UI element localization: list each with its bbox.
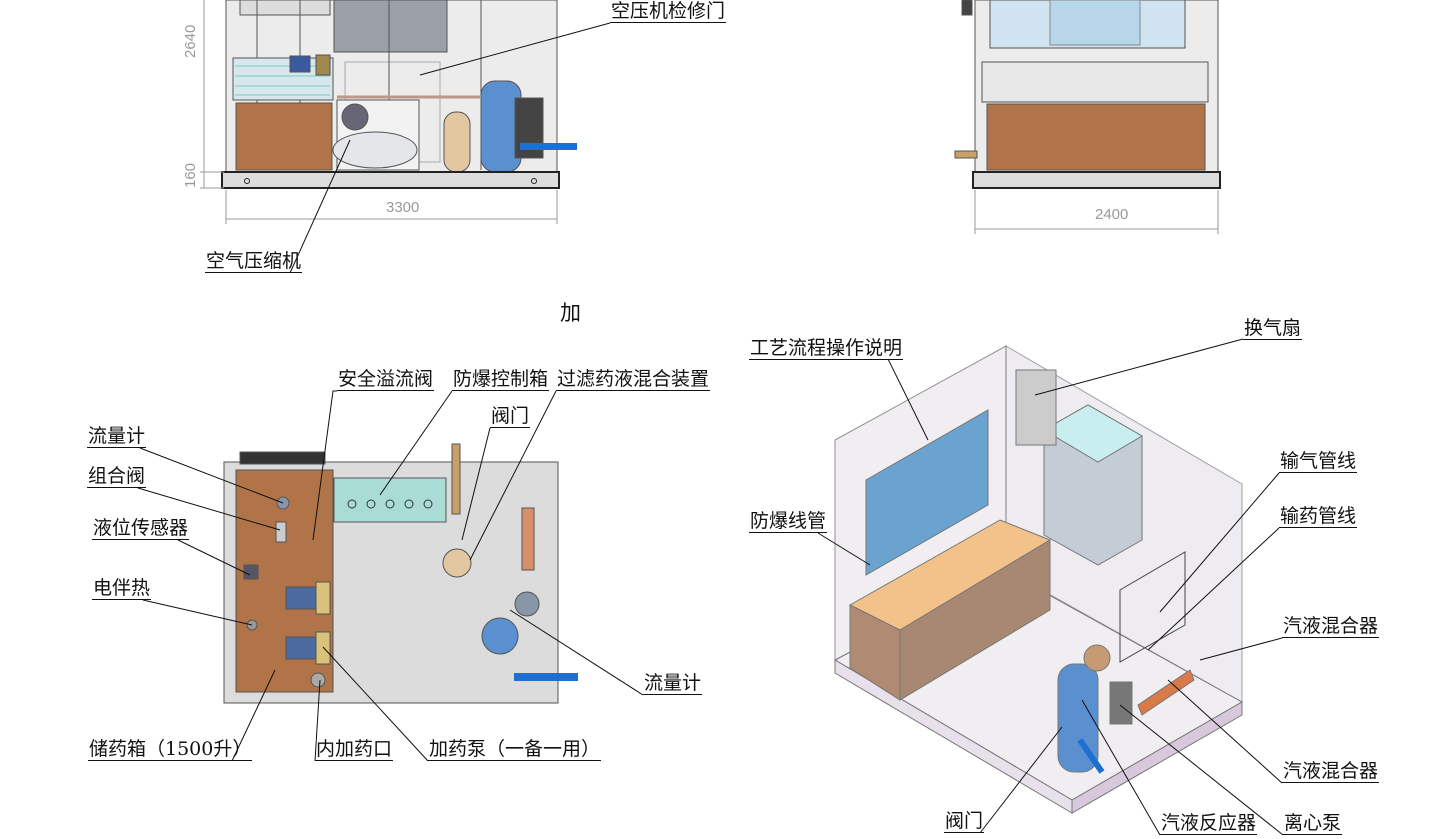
label-air-compressor: 空气压缩机 xyxy=(205,250,303,273)
storage-tank xyxy=(235,102,333,171)
label-explosion-proof-conduit: 防爆线管 xyxy=(749,510,828,533)
label-combination-valve: 组合阀 xyxy=(87,465,147,488)
label-filter-mixing-device: 过滤药液混合装置 xyxy=(556,368,711,391)
dimension-height: 2640 xyxy=(182,24,199,58)
label-gas-liquid-mixer-2: 汽液混合器 xyxy=(1282,760,1380,783)
filter-rack xyxy=(232,54,334,101)
label-compressor-door: 空压机检修门 xyxy=(610,0,727,23)
dimension-width-front: 3300 xyxy=(386,199,420,216)
dimension-base: 160 xyxy=(182,162,199,188)
label-gas-liquid-mixer-1: 汽液混合器 xyxy=(1282,615,1380,638)
label-chemical-pipeline: 输药管线 xyxy=(1279,505,1358,528)
label-flowmeter-right: 流量计 xyxy=(643,672,703,695)
label-safety-relief-valve: 安全溢流阀 xyxy=(337,368,435,391)
label-gas-liquid-reactor: 汽液反应器 xyxy=(1160,812,1258,835)
section-title: 加 xyxy=(560,301,581,325)
label-explosion-proof-box: 防爆控制箱 xyxy=(452,368,550,391)
base-frame xyxy=(221,171,560,189)
label-inner-dosing-port: 内加药口 xyxy=(315,738,394,761)
label-ventilation-fan: 换气扇 xyxy=(1243,317,1303,340)
label-storage-tank: 储药箱（1500升） xyxy=(88,738,253,761)
tan-vessel xyxy=(443,111,471,173)
label-dosing-pump: 加药泵（一备一用） xyxy=(428,738,602,761)
label-process-instructions: 工艺流程操作说明 xyxy=(749,337,904,360)
label-gas-pipeline: 输气管线 xyxy=(1279,450,1358,473)
plan-view xyxy=(223,443,578,704)
label-valve-plan: 阀门 xyxy=(490,405,531,428)
leader-lines xyxy=(137,22,1284,836)
front-elevation xyxy=(200,0,577,224)
label-flowmeter-left: 流量计 xyxy=(87,425,147,448)
label-electric-heat-tracing: 电伴热 xyxy=(92,577,152,600)
label-level-sensor: 液位传感器 xyxy=(92,517,190,540)
label-centrifugal-pump: 离心泵 xyxy=(1283,812,1343,835)
dimension-width-side: 2400 xyxy=(1095,206,1129,223)
air-compressor xyxy=(332,99,420,171)
label-valve-iso: 阀门 xyxy=(944,810,985,833)
isometric-view xyxy=(833,345,1244,814)
side-elevation xyxy=(954,0,1221,234)
